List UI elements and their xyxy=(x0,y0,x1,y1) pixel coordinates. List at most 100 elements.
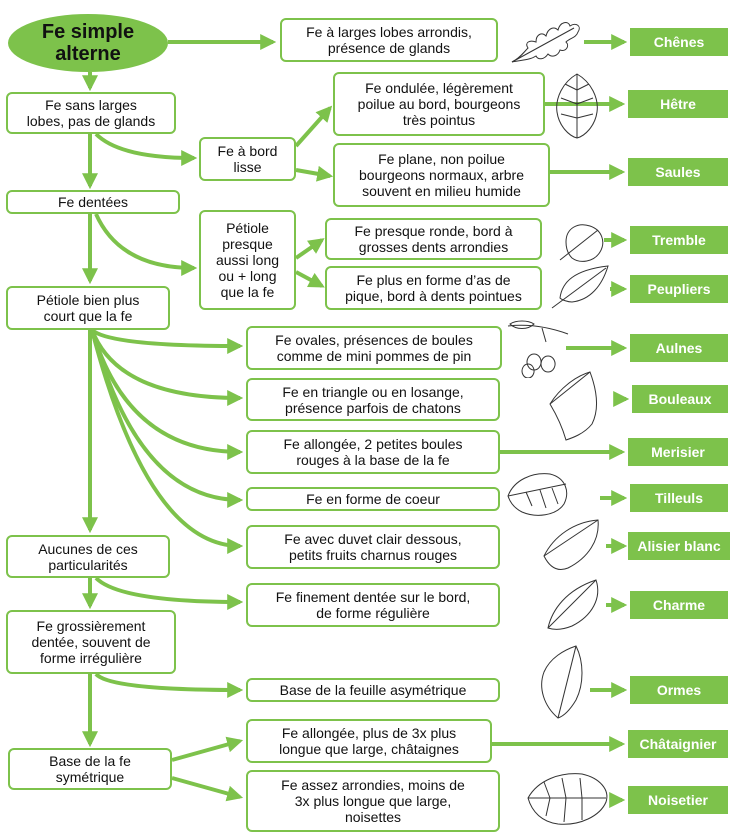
criterion-base-symetrique-text: Base de la fe symétrique xyxy=(49,753,131,785)
taxon-saules-text: Saules xyxy=(655,164,701,180)
criterion-aulnes: Fe ovales, présences de boules comme de … xyxy=(246,326,502,370)
taxon-tilleuls-text: Tilleuls xyxy=(655,490,703,506)
criterion-hetre: Fe ondulée, légèrement poilue au bord, b… xyxy=(333,72,545,136)
taxon-aulnes: Aulnes xyxy=(630,334,728,362)
edge-base-noisetier xyxy=(171,776,244,802)
taxon-charme-text: Charme xyxy=(652,597,706,613)
criterion-tilleuls: Fe en forme de coeur xyxy=(246,487,500,511)
criterion-tremble: Fe presque ronde, bord à grosses dents a… xyxy=(325,218,542,260)
alder-branch-icon xyxy=(507,320,569,378)
criterion-tremble-text: Fe presque ronde, bord à grosses dents a… xyxy=(354,223,513,255)
criterion-tilleuls-text: Fe en forme de coeur xyxy=(306,491,440,507)
taxon-alisier-text: Alisier blanc xyxy=(637,538,721,554)
criterion-dentees: Fe dentées xyxy=(6,190,180,214)
criterion-charme-text: Fe finement dentée sur le bord, de forme… xyxy=(275,589,471,621)
taxon-tilleuls: Tilleuls xyxy=(630,484,728,512)
criterion-saules: Fe plane, non poilue bourgeons normaux, … xyxy=(333,143,550,207)
oak-leaf-icon xyxy=(511,22,580,63)
taxon-chenes-text: Chênes xyxy=(653,34,705,50)
criterion-chataignier: Fe allongée, plus de 3x plus longue que … xyxy=(246,719,492,763)
taxon-peupliers-text: Peupliers xyxy=(647,281,711,297)
criterion-aulnes-text: Fe ovales, présences de boules comme de … xyxy=(275,332,473,364)
taxon-peupliers: Peupliers xyxy=(630,275,728,303)
taxon-aulnes-text: Aulnes xyxy=(655,340,703,356)
criterion-alisier-text: Fe avec duvet clair dessous, petits frui… xyxy=(284,531,462,563)
hazel-leaf-icon xyxy=(527,773,608,825)
criterion-grossierement: Fe grossièrement dentée, souvent de form… xyxy=(6,610,176,674)
taxon-bouleaux: Bouleaux xyxy=(632,385,728,413)
edge-base-chataignier xyxy=(171,736,244,762)
taxon-noisetier-text: Noisetier xyxy=(648,792,708,808)
taxon-chenes: Chênes xyxy=(630,28,728,56)
taxon-alisier: Alisier blanc xyxy=(628,532,730,560)
criterion-grossierement-text: Fe grossièrement dentée, souvent de form… xyxy=(31,618,151,666)
taxon-hetre-text: Hêtre xyxy=(660,96,696,112)
criterion-alisier: Fe avec duvet clair dessous, petits frui… xyxy=(246,525,500,569)
edge-petiole-peupliers xyxy=(295,270,325,288)
taxon-saules: Saules xyxy=(628,158,728,186)
edge-fan-bouleaux xyxy=(90,329,244,406)
edge-petiole-tremble xyxy=(294,238,325,260)
whitebeam-leaf-icon xyxy=(543,519,599,570)
criterion-noisetier: Fe assez arrondies, moins de 3x plus lon… xyxy=(246,770,500,832)
poplar-leaf-icon xyxy=(551,265,609,309)
edge-aucune-charme xyxy=(94,576,244,610)
taxon-chataignier: Châtaignier xyxy=(628,730,728,758)
key-title-text: Fe simple alterne xyxy=(41,21,135,65)
criterion-noisetier-text: Fe assez arrondies, moins de 3x plus lon… xyxy=(281,777,465,825)
key-title: Fe simple alterne xyxy=(8,14,168,72)
edge-fan-tilleuls xyxy=(90,329,244,508)
taxon-hetre: Hêtre xyxy=(628,90,728,118)
criterion-bouleaux: Fe en triangle ou en losange, présence p… xyxy=(246,378,500,421)
criterion-merisier: Fe allongée, 2 petites boules rouges à l… xyxy=(246,430,500,474)
taxon-bouleaux-text: Bouleaux xyxy=(648,391,712,407)
criterion-hetre-text: Fe ondulée, légèrement poilue au bord, b… xyxy=(357,80,521,128)
taxon-noisetier: Noisetier xyxy=(628,786,728,814)
edge-gross-ormes xyxy=(94,672,244,698)
edge-fan-alisier xyxy=(90,329,244,554)
criterion-aucune-text: Aucunes de ces particularités xyxy=(38,540,138,573)
criterion-aucune: Aucunes de ces particularités xyxy=(6,535,170,578)
taxon-tremble-text: Tremble xyxy=(652,232,706,248)
edge-bordlisse-hetre xyxy=(294,105,333,148)
criterion-merisier-text: Fe allongée, 2 petites boules rouges à l… xyxy=(283,436,463,468)
criterion-petiole-long-text: Pétiole presque aussi long ou + long que… xyxy=(215,220,280,300)
taxon-charme: Charme xyxy=(630,591,728,619)
taxon-ormes: Ormes xyxy=(630,676,728,704)
criterion-chataignier-text: Fe allongée, plus de 3x plus longue que … xyxy=(279,725,459,757)
criterion-dentees-text: Fe dentées xyxy=(57,194,129,210)
criterion-charme: Fe finement dentée sur le bord, de forme… xyxy=(246,583,500,627)
elm-leaf-icon xyxy=(541,645,583,719)
criterion-peupliers: Fe plus en forme d’as de pique, bord à d… xyxy=(325,266,542,310)
taxon-merisier: Merisier xyxy=(628,438,728,466)
criterion-chenes: Fe à larges lobes arrondis, présence de … xyxy=(280,18,498,62)
hornbeam-leaf-icon xyxy=(547,579,599,630)
taxon-tremble: Tremble xyxy=(630,226,728,254)
birch-leaf-icon xyxy=(549,371,597,441)
edge-sanslobes-bordlisse xyxy=(94,132,198,166)
criterion-ormes-text: Base de la feuille asymétrique xyxy=(279,682,467,698)
taxon-chataignier-text: Châtaignier xyxy=(639,736,717,752)
linden-leaf-icon xyxy=(507,473,568,516)
beech-leaf-icon xyxy=(556,73,598,139)
criterion-base-symetrique: Base de la fe symétrique xyxy=(8,748,172,790)
criterion-chenes-text: Fe à larges lobes arrondis, présence de … xyxy=(306,24,472,56)
criterion-petiole-long: Pétiole presque aussi long ou + long que… xyxy=(199,210,296,310)
taxon-ormes-text: Ormes xyxy=(656,682,702,698)
criterion-ormes: Base de la feuille asymétrique xyxy=(246,678,500,702)
criterion-saules-text: Fe plane, non poilue bourgeons normaux, … xyxy=(359,151,524,199)
criterion-bouleaux-text: Fe en triangle ou en losange, présence p… xyxy=(282,383,464,416)
criterion-bord-lisse-text: Fe à bord lisse xyxy=(217,143,278,175)
aspen-leaf-icon xyxy=(559,224,604,262)
criterion-peupliers-text: Fe plus en forme d’as de pique, bord à d… xyxy=(345,272,522,304)
criterion-bord-lisse: Fe à bord lisse xyxy=(199,137,296,181)
criterion-petiole-court-text: Pétiole bien plus court que la fe xyxy=(36,292,140,324)
criterion-sans-lobes-text: Fe sans larges lobes, pas de glands xyxy=(26,97,156,129)
criterion-sans-lobes: Fe sans larges lobes, pas de glands xyxy=(6,92,176,134)
edge-fan-aulnes xyxy=(90,328,244,354)
taxon-merisier-text: Merisier xyxy=(651,444,705,460)
edge-bordlisse-saules xyxy=(295,165,334,182)
criterion-petiole-court: Pétiole bien plus court que la fe xyxy=(6,286,170,330)
